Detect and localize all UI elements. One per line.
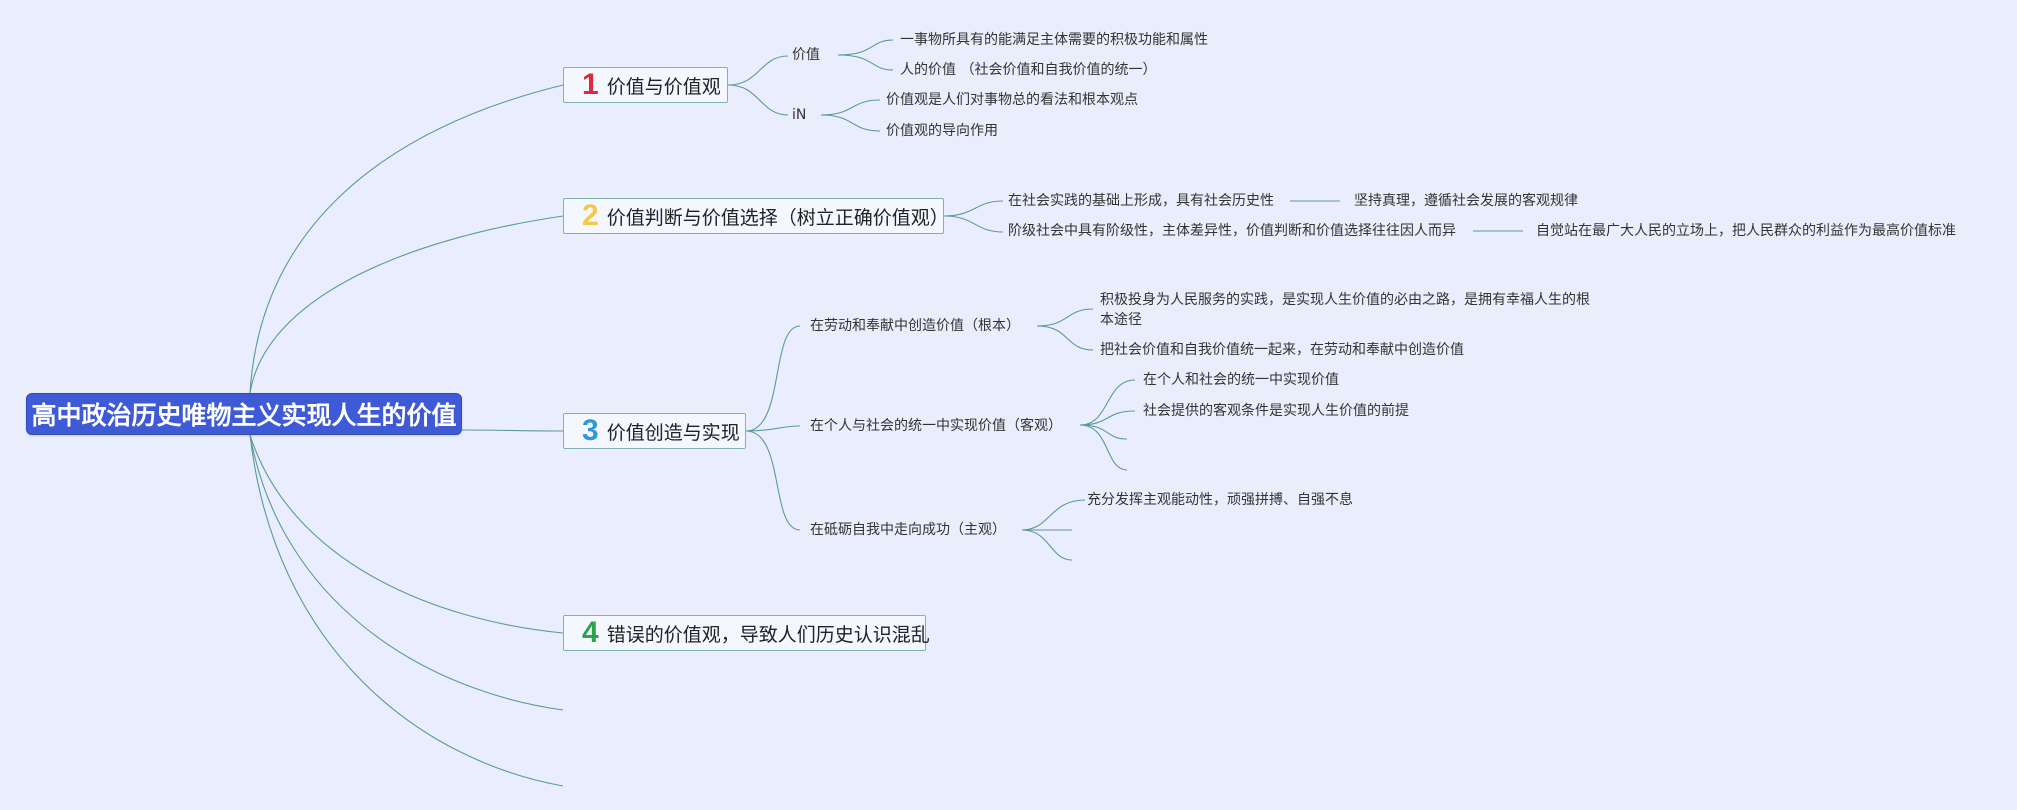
node-subjective-initiative[interactable]: 充分发挥主观能动性，顽强拼搏、自强不息 xyxy=(1087,492,1353,508)
topic-wrong-values[interactable]: 4 错误的价值观，导致人们历史认识混乱 xyxy=(563,615,930,651)
node-people-standpoint[interactable]: 自觉站在最广大人民的立场上，把人民群众的利益作为最高价值标准 xyxy=(1536,223,1956,239)
topic-value-judgment[interactable]: 2 价值判断与价值选择（树立正确价值观） xyxy=(563,198,949,234)
subtopic-self-improvement[interactable]: 在砥砺自我中走向成功（主观） xyxy=(810,522,1006,538)
topic-value-creation[interactable]: 3 价值创造与实现 xyxy=(563,413,746,449)
node-unify-values[interactable]: 把社会价值和自我价值统一起来，在劳动和奉献中创造价值 xyxy=(1100,342,1464,358)
node-values-definition[interactable]: 价值观是人们对事物总的看法和根本观点 xyxy=(886,92,1138,108)
subtopic-labor-contribution[interactable]: 在劳动和奉献中创造价值（根本） xyxy=(810,318,1020,334)
node-individual-society-unity[interactable]: 在个人和社会的统一中实现价值 xyxy=(1143,372,1339,388)
subtopic-individual-society[interactable]: 在个人与社会的统一中实现价值（客观） xyxy=(810,418,1062,434)
topic-label: 价值创造与实现 xyxy=(606,421,740,444)
topic-label: 错误的价值观，导致人们历史认识混乱 xyxy=(606,623,930,646)
node-value-definition[interactable]: 一事物所具有的能满足主体需要的积极功能和属性 xyxy=(900,32,1208,48)
node-class-nature[interactable]: 阶级社会中具有阶级性，主体差异性，价值判断和价值选择往往因人而异 xyxy=(1008,223,1456,239)
topic-label: 价值与价值观 xyxy=(606,75,721,98)
number-4-icon: 4 xyxy=(582,616,599,649)
node-social-historical[interactable]: 在社会实践的基础上形成，具有社会历史性 xyxy=(1008,193,1274,209)
node-human-value[interactable]: 人的价值 （社会价值和自我价值的统一） xyxy=(900,62,1157,78)
node-serve-people[interactable]: 积极投身为人民服务的实践，是实现人生价值的必由之路，是拥有幸福人生的根本途径 xyxy=(1100,292,1590,328)
subtopic-values-concept[interactable]: iN xyxy=(792,107,807,123)
number-2-icon: 2 xyxy=(582,199,599,232)
topic-value-and-values[interactable]: 1 价值与价值观 xyxy=(563,67,728,103)
node-uphold-truth[interactable]: 坚持真理，遵循社会发展的客观规律 xyxy=(1354,193,1578,209)
number-3-icon: 3 xyxy=(582,414,599,447)
number-1-icon: 1 xyxy=(582,68,599,101)
central-topic[interactable]: 高中政治历史唯物主义实现人生的价值 xyxy=(26,393,462,435)
subtopic-value[interactable]: 价值 xyxy=(792,47,820,63)
node-values-guidance[interactable]: 价值观的导向作用 xyxy=(886,123,998,139)
topic-label: 价值判断与价值选择（树立正确价值观） xyxy=(606,206,949,229)
node-objective-conditions[interactable]: 社会提供的客观条件是实现人生价值的前提 xyxy=(1143,403,1409,419)
